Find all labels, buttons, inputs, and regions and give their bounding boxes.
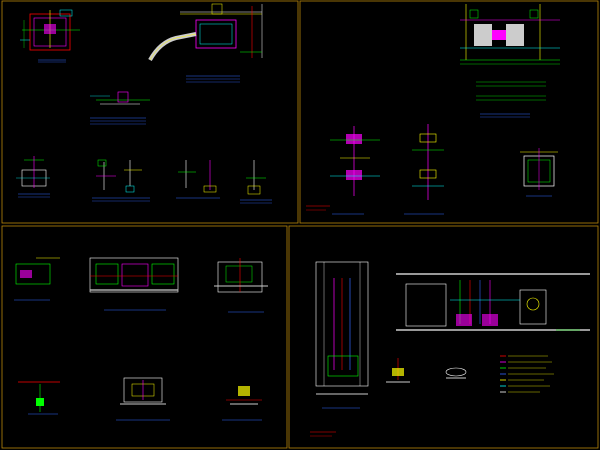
detail-sump-box (520, 148, 558, 197)
detail-wall-penetration-2 (404, 124, 444, 215)
title-block-marks (306, 205, 336, 437)
sheet-bottom-left-frame (1, 225, 288, 449)
legend-list (500, 355, 554, 393)
sheet-top-left-frame (1, 0, 299, 224)
detail-plant-room-elevation (396, 273, 590, 331)
detail-valve-small (90, 91, 150, 125)
detail-riser-section (315, 261, 369, 409)
detail-bottom-left-lower-row (18, 377, 262, 421)
detail-tank-connection (148, 3, 263, 83)
sheet-bottom-right-frame (288, 225, 599, 449)
detail-wall-penetration-1 (330, 126, 380, 215)
detail-row-small-fixtures (16, 156, 272, 204)
detail-pump-pit (20, 9, 80, 63)
detail-small-trap-items (386, 358, 467, 383)
sheet-top-right-frame (299, 0, 599, 224)
detail-pump-manifold (460, 4, 560, 118)
detail-floor-drain-row (14, 257, 268, 313)
